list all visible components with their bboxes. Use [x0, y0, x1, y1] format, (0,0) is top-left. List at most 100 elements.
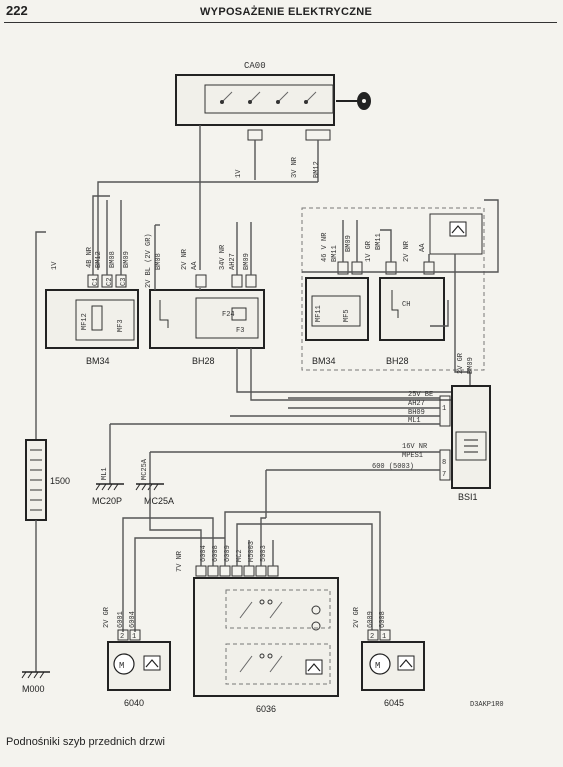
wire-label: 2V BL (2V GR) [145, 233, 153, 288]
ground-mid2-name: MC25A [144, 496, 174, 506]
wire-label: 6008 [379, 611, 387, 628]
switch-lower-contacts [225, 643, 331, 685]
switch-name: 6036 [256, 704, 276, 714]
inner-label: MF3 [117, 319, 125, 332]
window-switch-icon [397, 655, 415, 671]
fuse-name: 1500 [50, 476, 70, 486]
bsi-inner [455, 431, 487, 461]
wire-label: 2V GR [103, 606, 111, 628]
wire-label: BM12 [95, 251, 103, 268]
pin-2 [367, 629, 379, 641]
relay-icon [464, 439, 478, 453]
wire-label: 6004 [200, 545, 208, 562]
ignition-name: CA00 [244, 61, 266, 71]
wire-label: 2V NR [181, 248, 189, 270]
pin-label: 7 [442, 471, 446, 479]
inner-label: CH [402, 301, 410, 309]
pin-label: C3 [120, 278, 128, 286]
inner-label: MF12 [81, 313, 89, 330]
wire-label: 3V NR [291, 156, 299, 178]
wire-label: AH27 [229, 253, 237, 270]
wire-label: 6009 [224, 545, 232, 562]
inner-label: MF5 [343, 309, 351, 322]
bsi-connector-2 [439, 449, 451, 481]
wire-label: AH27 [408, 400, 425, 408]
wire-label: BM08 [155, 253, 163, 270]
module-bh28 [149, 289, 265, 349]
wire-label: 6001 [117, 611, 125, 628]
ground-symbol [21, 671, 50, 679]
module-bsi [451, 385, 491, 489]
pin-1 [129, 629, 141, 641]
wire-label: 1V [51, 261, 59, 270]
svg-text:M: M [119, 661, 124, 671]
wire-label: 1V [235, 169, 243, 178]
pin-label: C2 [106, 278, 114, 286]
ignition-contacts [204, 84, 334, 114]
module-bh28-opt [379, 277, 445, 341]
module-bm34-opt [305, 277, 369, 341]
pin-label: 2 [370, 633, 374, 641]
wire-label: 5003 [260, 545, 268, 562]
wire-label: AA [419, 243, 427, 252]
module-bh28-inner [195, 297, 259, 339]
wire-label: BM09 [467, 357, 475, 374]
ground-symbol [95, 483, 124, 491]
pin-a3 [245, 274, 257, 288]
wire-label: 7V NR [176, 550, 184, 572]
module-bm34-inner [75, 299, 135, 341]
wire-label: 2V NR [403, 240, 411, 262]
fuse-symbol [159, 300, 169, 328]
relay-coil [91, 305, 103, 331]
ignition-pin [305, 129, 331, 141]
motor-icon: M [113, 653, 135, 675]
wire-label: ML1 [101, 467, 109, 480]
ground-mid1-name: MC20P [92, 496, 122, 506]
wire-label: BM08 [109, 251, 117, 268]
wire-label: BM11 [375, 233, 383, 250]
pin-label: C1 [92, 278, 100, 286]
pin-1 [379, 629, 391, 641]
inner-label: F3 [236, 327, 244, 335]
wire-label: M5003 [248, 541, 256, 562]
key-icon [336, 92, 371, 110]
diagram-code: D3AKP1R0 [470, 701, 504, 709]
wire-label: 16V NR [402, 443, 428, 451]
pin-a2 [231, 274, 243, 288]
wire-label: BM09 [123, 251, 131, 268]
wire-label: BH09 [408, 409, 425, 417]
module-inner [311, 295, 361, 327]
module-bm34-name: BM34 [86, 356, 110, 366]
header-rule [4, 22, 557, 23]
motor-icon: M [369, 653, 391, 675]
wire-label: 6009 [367, 611, 375, 628]
wire-label: ML1 [408, 417, 421, 425]
wire-label: 6008 [212, 545, 220, 562]
wire-label: 4B NR [86, 246, 94, 268]
wire-label: 1V GR [365, 240, 373, 262]
wire-label: 25V BE [408, 391, 433, 399]
wire-label: 2V GR [353, 606, 361, 628]
fuse-symbol [391, 290, 399, 318]
inner-label: MF11 [315, 305, 323, 322]
window-switch-icon [449, 221, 467, 237]
wire-label: BM09 [243, 253, 251, 270]
wire-label: 6004 [129, 611, 137, 628]
pin-2 [117, 629, 129, 641]
figure-caption: Podnośniki szyb przednich drzwi [6, 736, 165, 748]
ignition-pin [247, 129, 263, 141]
wire-label: BM11 [331, 245, 339, 262]
wire-label: AA [191, 261, 199, 270]
window-switch-icon [143, 655, 161, 671]
bsi-connector-1 [439, 395, 451, 427]
wire-label: 2V GR [457, 352, 465, 374]
motor-left-name: 6040 [124, 698, 144, 708]
ignition-switch [175, 74, 335, 126]
section-title: WYPOSAŻENIE ELEKTRYCZNE [200, 6, 373, 18]
wire-label: MPES1 [402, 452, 423, 460]
fuse-links [30, 449, 42, 511]
window-switch-icon [305, 659, 323, 675]
module-bh28-name: BH28 [192, 356, 215, 366]
switch-connector [195, 565, 279, 577]
pin-a1 [195, 274, 207, 288]
